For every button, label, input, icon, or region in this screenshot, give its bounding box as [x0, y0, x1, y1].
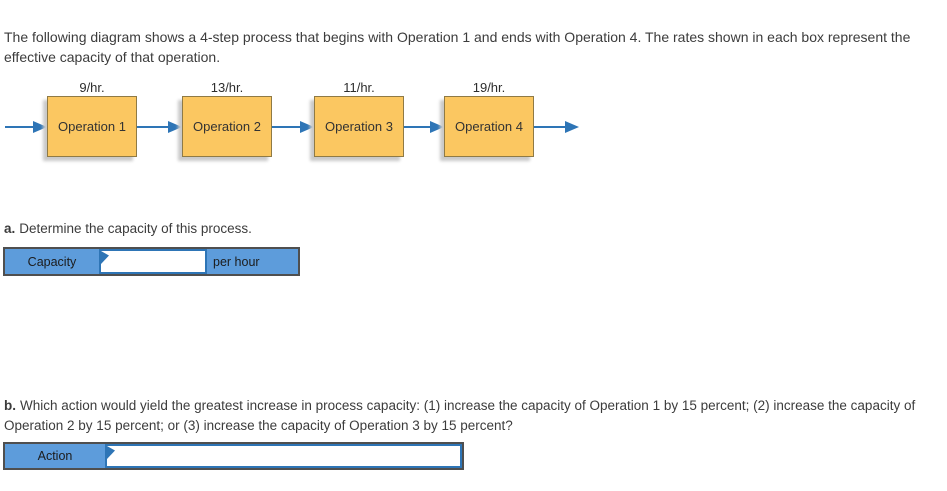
operation-1-group: 9/hr. Operation 1 [47, 80, 137, 157]
flow-line [534, 126, 567, 128]
capacity-answer-cell [99, 249, 207, 274]
process-diagram: 9/hr. Operation 1 13/hr. Operation 2 11/… [0, 80, 620, 175]
arrowhead-icon [168, 121, 182, 133]
action-answer-cell [105, 444, 462, 468]
operation-box: Operation 2 [182, 96, 272, 157]
operation-rate-label: 11/hr. [343, 80, 375, 95]
flow-line [404, 126, 432, 128]
action-label: Action [37, 449, 73, 463]
capacity-input[interactable] [101, 251, 205, 272]
operation-box: Operation 3 [314, 96, 404, 157]
question-a-prefix: a. [4, 220, 16, 236]
arrowhead-icon [300, 121, 314, 133]
operation-4-group: 19/hr. Operation 4 [444, 80, 534, 157]
arrowhead-icon [430, 121, 444, 133]
flow-line [137, 126, 169, 128]
operation-rate-label: 19/hr. [472, 80, 506, 95]
capacity-answer-table: Capacity per hour [3, 247, 300, 276]
question-b-prefix: b. [4, 397, 16, 413]
action-input[interactable] [107, 446, 460, 466]
operation-2-group: 13/hr. Operation 2 [182, 80, 272, 157]
operation-3-group: 11/hr. Operation 3 [314, 80, 404, 157]
operation-box: Operation 4 [444, 96, 534, 157]
flow-line [272, 126, 302, 128]
arrowhead-icon [33, 121, 47, 133]
operation-rate-label: 9/hr. [79, 80, 105, 95]
arrowhead-icon [565, 121, 579, 133]
question-a: a.Determine the capacity of this process… [4, 219, 944, 239]
operation-box: Operation 1 [47, 96, 137, 157]
per-hour-label: per hour [213, 254, 260, 269]
action-answer-table: Action [3, 442, 464, 470]
question-a-text: Determine the capacity of this process. [19, 220, 252, 236]
intro-text: The following diagram shows a 4-step pro… [4, 29, 911, 65]
operation-rate-label: 13/hr. [210, 80, 244, 95]
capacity-label: Capacity [27, 254, 77, 269]
flow-line [5, 126, 35, 128]
question-b: b.Which action would yield the greatest … [4, 396, 944, 436]
question-b-text: Which action would yield the greatest in… [4, 397, 916, 433]
